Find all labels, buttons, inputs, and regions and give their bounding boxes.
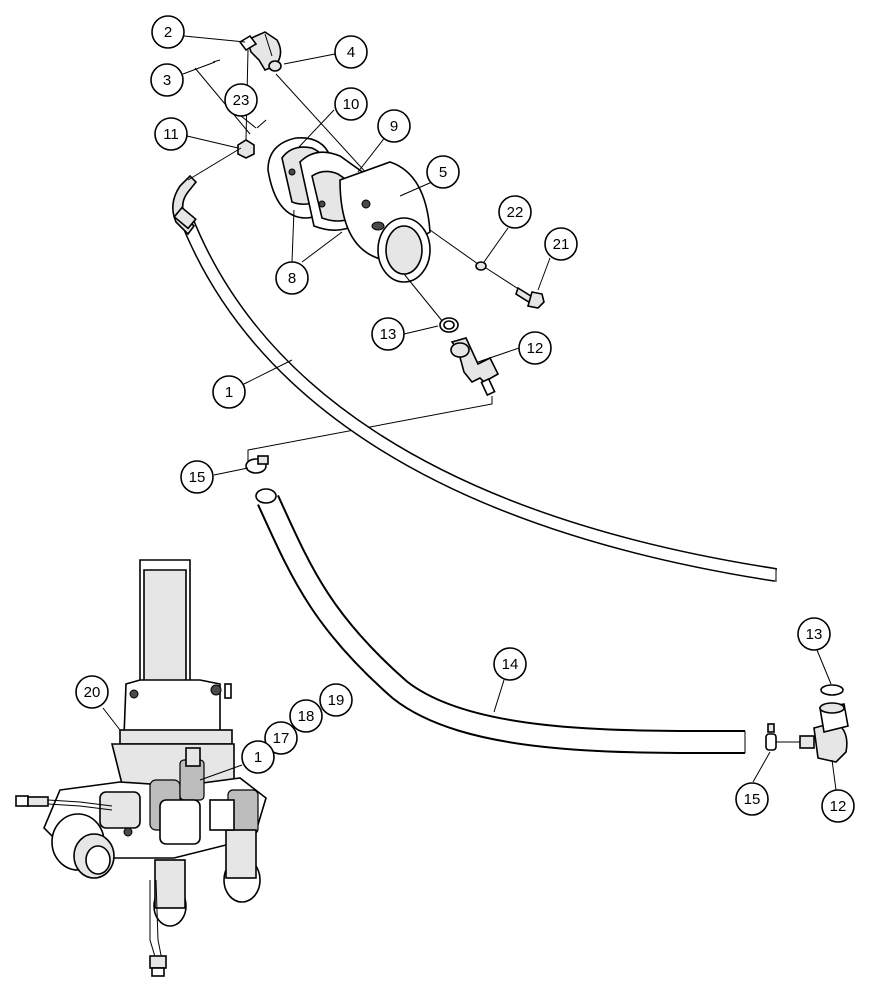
clamp-part-15-lower — [765, 723, 777, 751]
svg-text:20: 20 — [84, 684, 101, 701]
callout-12-lower[interactable]: 12 — [821, 789, 855, 823]
callouts: 2 4 3 23 10 9 11 5 22 21 8 13 12 1 15 14… — [75, 15, 855, 823]
svg-text:22: 22 — [507, 204, 524, 221]
svg-text:12: 12 — [527, 340, 544, 357]
svg-text:14: 14 — [502, 656, 519, 673]
callout-13-upper[interactable]: 13 — [371, 317, 405, 351]
callout-4[interactable]: 4 — [334, 35, 368, 69]
svg-text:3: 3 — [163, 72, 171, 89]
bolt-part-21 — [515, 286, 545, 309]
callout-9[interactable]: 9 — [377, 109, 411, 143]
o-ring-part-13-upper — [439, 317, 459, 333]
svg-text:23: 23 — [233, 92, 250, 109]
o-ring-part-13-lower — [820, 684, 844, 696]
nut-part-11 — [237, 139, 255, 159]
svg-text:12: 12 — [830, 798, 847, 815]
svg-text:15: 15 — [744, 791, 761, 808]
hose-part-14 — [255, 488, 746, 755]
callout-21[interactable]: 21 — [544, 227, 578, 261]
callout-22[interactable]: 22 — [498, 195, 532, 229]
callout-10[interactable]: 10 — [334, 87, 368, 121]
svg-text:10: 10 — [343, 96, 360, 113]
clamp-part-15-upper — [245, 455, 269, 474]
callout-17[interactable]: 17 — [264, 721, 298, 755]
callout-13-lower[interactable]: 13 — [797, 617, 831, 651]
hose-part-1 — [172, 174, 778, 582]
valve-assembly — [15, 559, 267, 977]
pin-part-23 — [256, 119, 267, 129]
callout-18[interactable]: 18 — [289, 699, 323, 733]
callout-8[interactable]: 8 — [275, 261, 309, 295]
callout-23[interactable]: 23 — [224, 83, 258, 117]
callout-14[interactable]: 14 — [493, 647, 527, 681]
fitting-part-12-upper — [450, 337, 500, 397]
svg-text:15: 15 — [189, 469, 206, 486]
callout-12-upper[interactable]: 12 — [518, 331, 552, 365]
callout-1-upper[interactable]: 1 — [212, 375, 246, 409]
callout-15-upper[interactable]: 15 — [180, 460, 214, 494]
fitting-part-12-lower — [799, 702, 849, 763]
callout-11[interactable]: 11 — [154, 117, 188, 151]
callout-2[interactable]: 2 — [151, 15, 185, 49]
svg-text:19: 19 — [328, 692, 345, 709]
callout-19[interactable]: 19 — [319, 683, 353, 717]
leader-lines — [102, 35, 837, 791]
svg-text:4: 4 — [347, 44, 355, 61]
pump-motor-assembly — [267, 137, 431, 283]
svg-text:5: 5 — [439, 164, 447, 181]
svg-text:1: 1 — [225, 384, 233, 401]
elbow-fitting — [238, 31, 282, 71]
svg-text:13: 13 — [380, 326, 397, 343]
svg-text:1: 1 — [254, 749, 262, 766]
washer-part-22 — [475, 261, 487, 271]
callout-3[interactable]: 3 — [150, 63, 184, 97]
svg-text:9: 9 — [390, 118, 398, 135]
nut-part-4 — [268, 60, 282, 72]
callout-15-lower[interactable]: 15 — [735, 782, 769, 816]
svg-text:21: 21 — [553, 236, 570, 253]
svg-text:17: 17 — [273, 730, 290, 747]
callout-1-lower[interactable]: 1 — [241, 740, 275, 774]
svg-text:8: 8 — [288, 270, 296, 287]
callout-20[interactable]: 20 — [75, 675, 109, 709]
svg-text:11: 11 — [163, 126, 179, 143]
callout-5[interactable]: 5 — [426, 155, 460, 189]
svg-text:13: 13 — [806, 626, 823, 643]
svg-text:2: 2 — [164, 24, 172, 41]
svg-text:18: 18 — [298, 708, 315, 725]
